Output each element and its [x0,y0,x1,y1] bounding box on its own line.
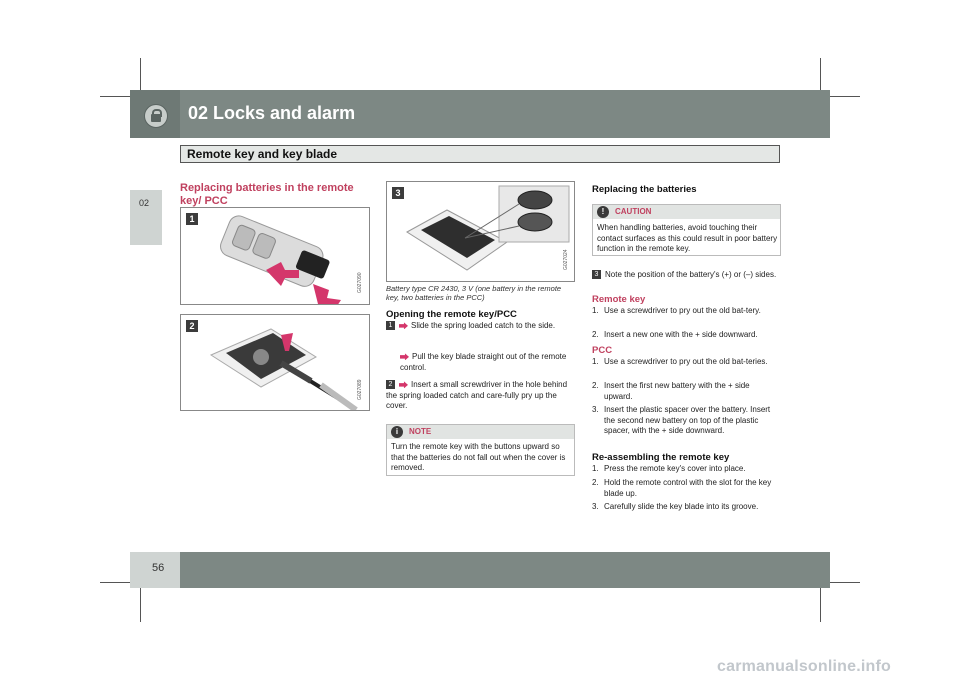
step-3-icon: 3 [592,270,601,280]
note-box: i NOTE Turn the remote key with the butt… [386,424,575,476]
figure-2: 2 G027089 [180,314,370,411]
remote-key-heading: Remote key [592,294,646,305]
chapter-header-bar [130,90,830,138]
pcc-heading: PCC [592,345,613,356]
figure-label: 3 [392,187,404,199]
arrow-3-icon [399,381,408,389]
note-header: i NOTE [387,425,574,439]
footer-left [130,552,180,588]
crop-mark [820,58,821,98]
section-bar: Remote key and key blade [180,145,780,163]
figure-label: 2 [186,320,198,332]
remote-key-open-illustration [209,328,358,410]
crop-mark [820,582,821,622]
caution-text: When handling batteries, avoid touching … [597,223,778,253]
remote-key-illustration [220,215,341,304]
step-1-text: 1 Slide the spring loaded catch to the si… [386,321,576,332]
caution-label: CAUTION [615,207,652,216]
step-1b-label: Pull the key blade straight out of the r… [400,352,567,372]
figure-code: G027090 [357,272,363,293]
figure-1: 1 G027090 [180,207,370,305]
caution-header: ! CAUTION [593,205,780,219]
side-chapter-tab: 02 [130,190,162,245]
replacing-batteries-heading: Replacing the batteries [592,184,697,195]
chapter-title: 02 Locks and alarm [188,103,356,123]
crop-mark [140,58,141,98]
step-2-label: Insert a small screwdriver in the hole b… [386,380,568,410]
step-3-text: 3 Note the position of the battery's (+) … [592,270,782,281]
info-icon: i [391,426,403,438]
step-1-icon: 1 [386,321,395,331]
crop-mark [140,582,141,622]
step-2-icon: 2 [386,380,395,390]
note-text: Turn the remote key with the buttons upw… [391,442,566,472]
figure-caption: Battery type CR 2430, 3 V (one battery i… [386,284,562,302]
crop-mark [820,582,860,583]
step-1a-text: Slide the spring loaded catch to the sid… [411,321,556,330]
side-tab-label: 02 [139,198,150,208]
footer-bar [130,552,830,588]
watermark: carmanualsonline.info [717,658,892,675]
warning-icon: ! [597,206,609,218]
step-3-label: Note the position of the battery's (+) o… [605,270,777,279]
step-1b-text: Pull the key blade straight out of the r… [400,352,576,373]
note-label: NOTE [409,427,432,436]
crop-mark [100,96,140,97]
figure-label: 1 [186,213,198,225]
caution-box: ! CAUTION When handling batteries, avoid… [592,204,781,256]
figure-code: G027089 [357,379,363,400]
arrow-1-icon [399,322,408,330]
figure-code: G027024 [563,249,569,270]
crop-mark [820,96,860,97]
page-number: 56 [152,562,165,574]
crop-mark [100,582,140,583]
reassemble-heading: Re-assembling the remote key [592,452,730,463]
arrow-2-icon [400,353,409,361]
section-title: Replacing batteries in the remote key/ P… [180,182,354,207]
lock-icon [144,104,168,128]
figure-3: 3 G027024 [386,181,575,282]
opening-heading: Opening the remote key/PCC [386,309,517,320]
section-bar-title: Remote key and key blade [187,147,338,161]
battery-illustration [406,185,570,271]
